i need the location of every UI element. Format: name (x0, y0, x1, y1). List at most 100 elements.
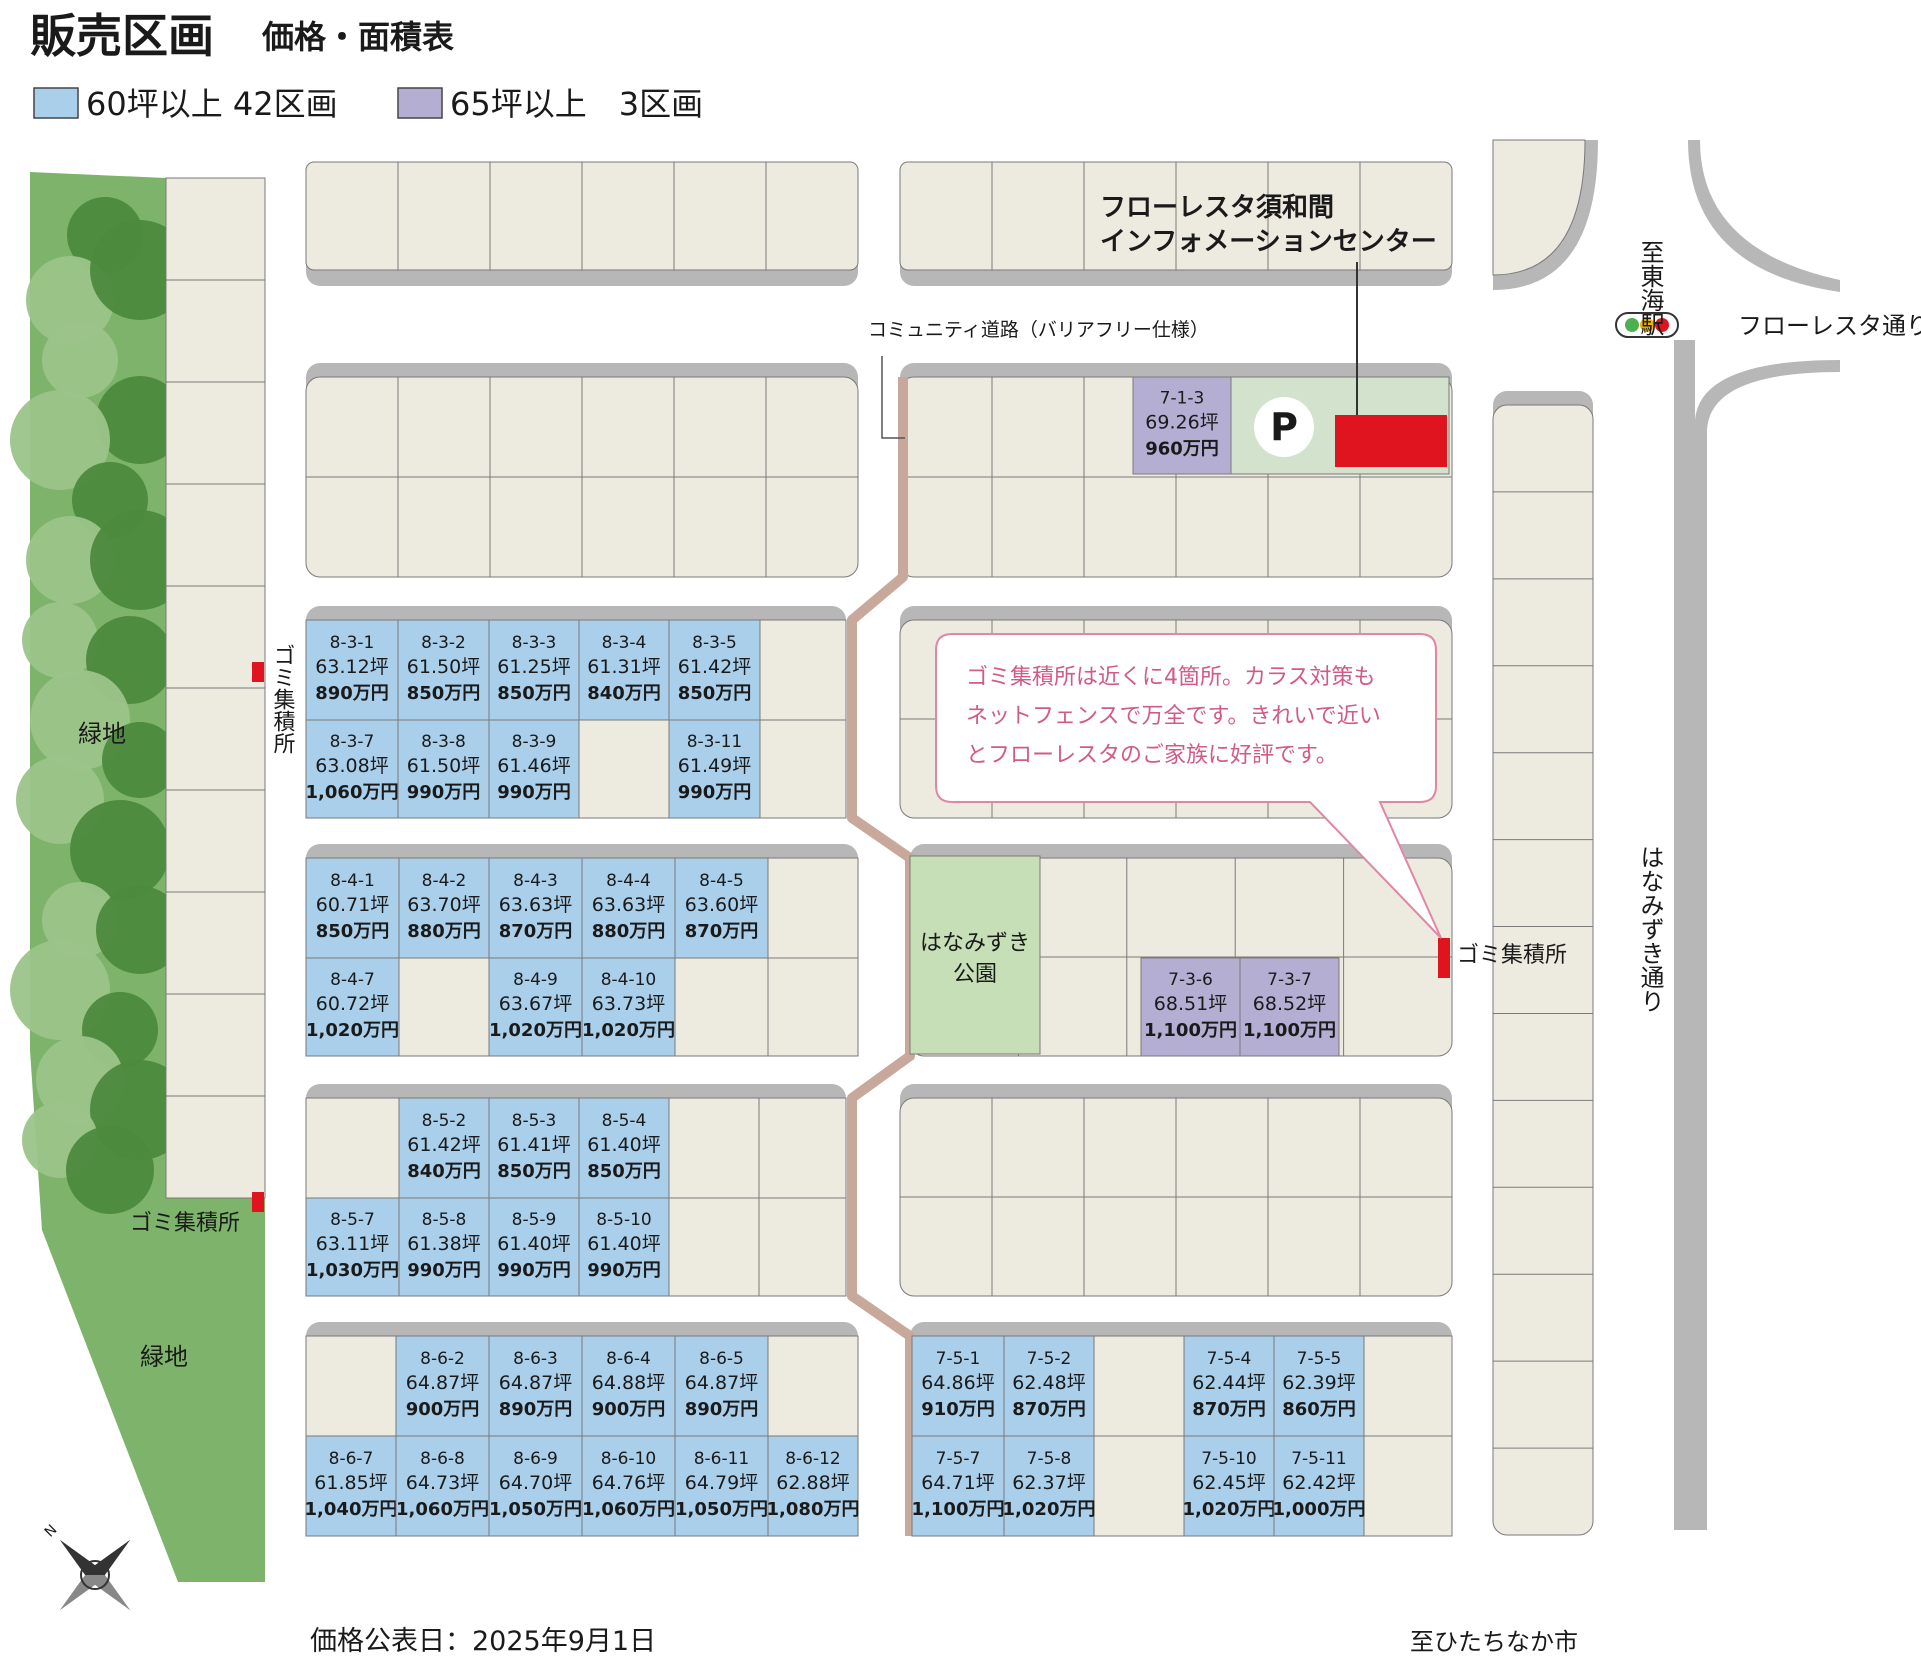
compass-n-label: N (42, 1522, 61, 1541)
lot-cell (397, 719, 490, 819)
lot-area: 62.44坪 (1192, 1372, 1265, 1394)
corner-lot-top (1492, 139, 1586, 276)
lot-cell (674, 1435, 769, 1537)
compass-icon: N (42, 1522, 131, 1611)
lot-cell (578, 1097, 670, 1199)
page-title: 販売区画 (30, 9, 214, 63)
tree (102, 722, 178, 798)
lot-unavailable (398, 957, 490, 1057)
lot-cell (668, 619, 761, 721)
lot-area: 61.40坪 (587, 1134, 660, 1156)
lot-area: 63.12坪 (315, 656, 388, 678)
lot-number: 8-4-10 (601, 970, 657, 990)
traffic-light-red (1655, 318, 1669, 332)
lot-price: 840万円 (587, 683, 661, 704)
tree (30, 670, 130, 770)
lot-unavailable (759, 619, 847, 721)
left-strip-lot (165, 687, 266, 791)
lot-cell (488, 1435, 583, 1537)
lot-number: 8-5-10 (596, 1210, 652, 1230)
garbage-label-3: ゴミ集積所 (1457, 943, 1567, 968)
green-area-label-2: 緑地 (140, 1343, 188, 1371)
lot-cell (1003, 1435, 1095, 1537)
legend-label-blue: 60坪以上 42区画 (86, 85, 338, 123)
lot-number: 8-6-9 (513, 1449, 558, 1469)
lot-cell (581, 1435, 676, 1537)
lot-area: 68.52坪 (1253, 993, 1326, 1015)
lot-area: 64.76坪 (592, 1472, 665, 1494)
lot-number: 7-5-8 (1027, 1449, 1072, 1469)
park-label-2: 公園 (953, 962, 997, 987)
lot-price: 990万円 (587, 1260, 661, 1281)
block-right-strip-grid (1493, 491, 1593, 1449)
block-top-left-grid (397, 162, 767, 270)
road-curb-right (1674, 340, 1695, 1530)
left-strip-lot (165, 177, 266, 281)
lot-cell (398, 857, 490, 959)
lot-number: 8-6-10 (601, 1449, 657, 1469)
lot-price: 900万円 (592, 1399, 666, 1420)
lot-cell (1273, 1335, 1365, 1437)
legend-swatch-purple (397, 87, 443, 119)
lot-price: 850万円 (587, 1161, 661, 1182)
lot-price: 850万円 (497, 683, 571, 704)
lot-number: 8-6-4 (606, 1349, 651, 1369)
lot-cell (488, 1335, 583, 1437)
lot-area: 60.72坪 (316, 993, 389, 1015)
lot-unavailable (767, 1335, 859, 1437)
lot-area: 64.73坪 (406, 1472, 479, 1494)
lot-cell (305, 857, 400, 959)
lot-cell (305, 619, 399, 721)
lot-cell (488, 1197, 580, 1297)
lot-price: 850万円 (407, 683, 481, 704)
lot-price: 1,020万円 (1003, 1499, 1096, 1520)
lot-unavailable (305, 1335, 397, 1437)
